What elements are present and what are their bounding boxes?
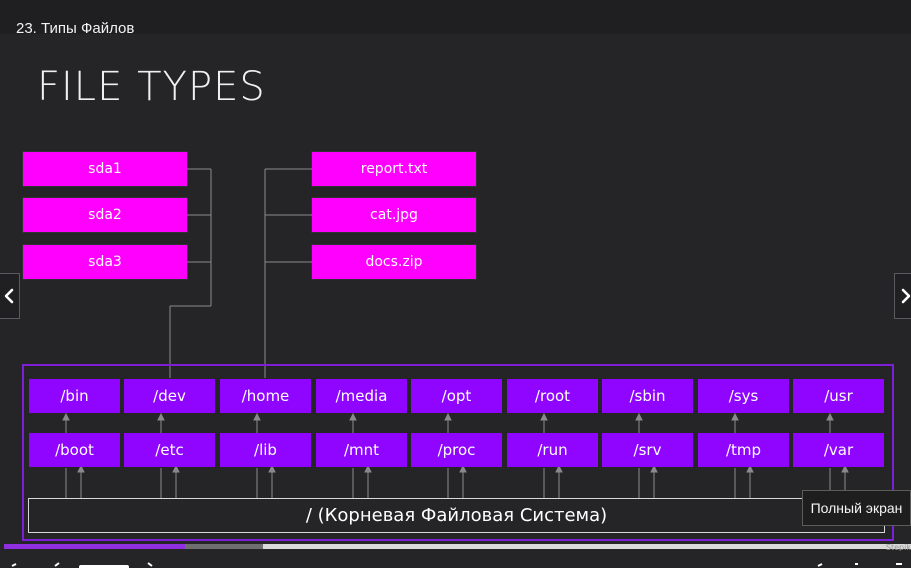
dir-box-var: /var [793,433,884,467]
file-box-cat: cat.jpg [312,198,476,232]
arrow-head [650,464,658,473]
arrow-head [841,464,849,473]
arrow-head [268,464,276,473]
fullscreen-tooltip: Полный экран [802,490,911,526]
next-slide-button[interactable] [894,273,911,319]
dir-box-lib: /lib [220,433,311,467]
dir-box-proc: /proc [411,433,502,467]
rewind-icon [11,563,17,567]
dir-box-tmp: /tmp [698,433,789,467]
dir-box-srv: /srv [602,433,693,467]
video-title: 23. Типы Файлов [16,20,135,37]
file-box-docs: docs.zip [312,245,476,279]
arrow-head [62,412,70,421]
arrow-head [459,464,467,473]
dir-box-run: /run [507,433,598,467]
arrow-head [635,412,643,421]
dir-box-usr: /usr [793,379,884,413]
arrow-head [364,464,372,473]
dir-box-media: /media [316,379,407,413]
dir-box-sys: /sys [698,379,789,413]
chevron-right-icon [901,288,911,304]
arrow-head [444,412,452,421]
dir-box-sbin: /sbin [602,379,693,413]
filesystem-frame [22,364,894,541]
playback-speed-field[interactable] [79,565,129,568]
volume-icon [817,563,823,567]
arrow-head [826,412,834,421]
dir-box-bin: /bin [29,379,120,413]
arrow-head [555,464,563,473]
dir-box-opt: /opt [411,379,502,413]
back-icon [54,562,60,567]
player-controls [0,551,911,568]
dir-box-dev: /dev [124,379,215,413]
device-box-sda1: sda1 [23,152,187,186]
progress-played [4,544,186,549]
arrow-head [746,464,754,473]
controls-icons [11,562,902,567]
arrow-head [157,412,165,421]
dir-box-mnt: /mnt [316,433,407,467]
arrow-head [540,412,548,421]
arrow-head [253,412,261,421]
device-box-sda2: sda2 [23,198,187,232]
dir-box-root: /root [507,379,598,413]
arrow-head [731,412,739,421]
file-box-report: report.txt [312,152,476,186]
chevron-left-icon [4,288,14,304]
slide-title: FILE TYPES [37,64,266,110]
device-box-sda3: sda3 [23,245,187,279]
forward-icon [147,562,153,567]
dir-box-boot: /boot [29,433,120,467]
watermark-text: Stepik [885,543,911,552]
prev-slide-button[interactable] [0,273,20,319]
progress-bar[interactable] [4,544,911,549]
arrow-head [349,412,357,421]
arrow-head [77,464,85,473]
arrow-head [172,464,180,473]
root-filesystem-box: / (Корневая Файловая Система) [28,498,885,533]
dir-box-home: /home [220,379,311,413]
dir-box-etc: /etc [124,433,215,467]
player-top-bar [0,0,911,34]
